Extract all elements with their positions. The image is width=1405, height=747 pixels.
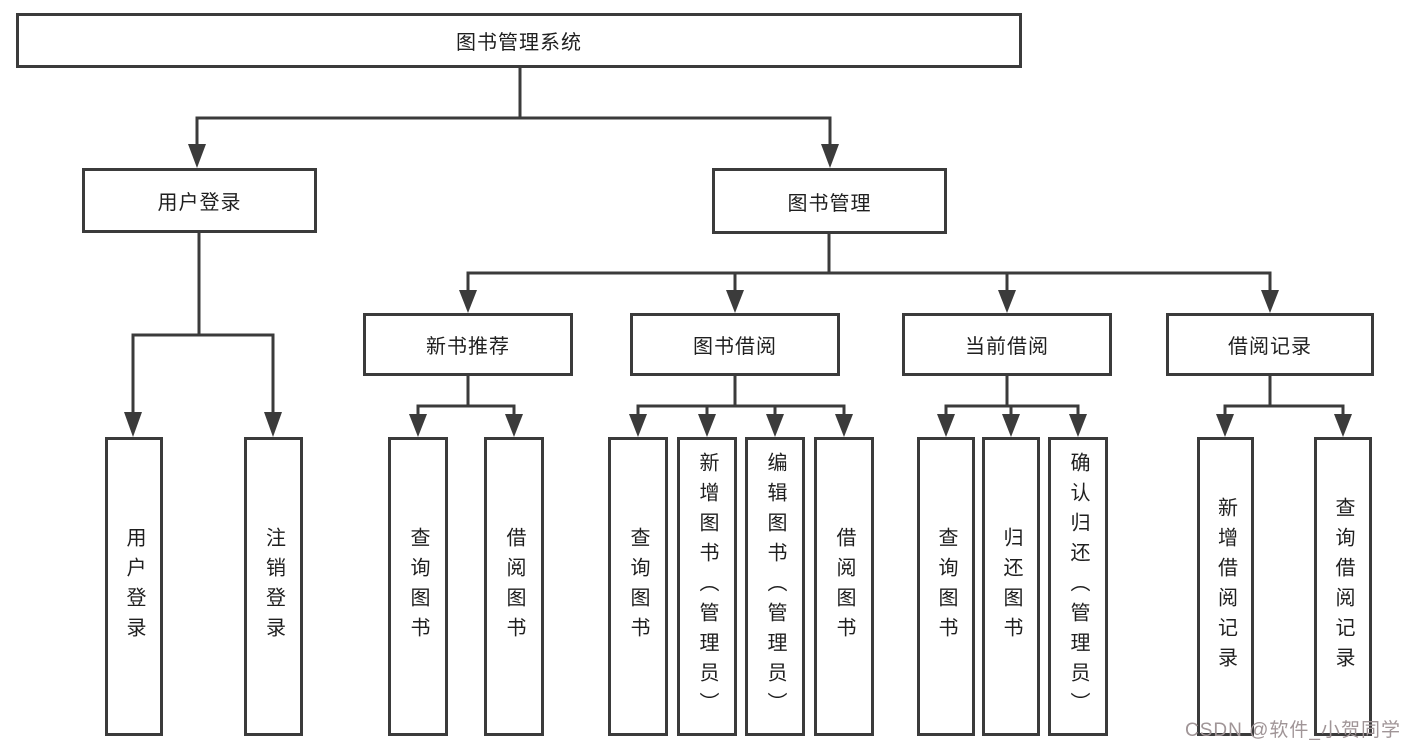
watermark: CSDN @软件_小贺同学 bbox=[1185, 720, 1401, 741]
node-new-book-recommend-label: 新书推荐 bbox=[426, 336, 510, 358]
node-current-borrowing-label: 当前借阅 bbox=[965, 336, 1049, 358]
node-book-borrowing: 图书借阅 bbox=[630, 313, 840, 376]
node-user-login-label: 用户登录 bbox=[157, 192, 242, 214]
leaf-query-books-current: 查询图书 bbox=[917, 437, 975, 736]
leaf-query-books-borrowing: 查询图书 bbox=[608, 437, 668, 736]
leaf-add-borrow-record: 新增借阅记录 bbox=[1197, 437, 1254, 736]
node-book-management: 图书管理 bbox=[712, 168, 947, 234]
leaf-return-books: 归还图书 bbox=[982, 437, 1040, 736]
node-library-system-label: 图书管理系统 bbox=[456, 32, 582, 54]
node-book-management-label: 图书管理 bbox=[787, 192, 872, 215]
leaf-borrow-books: 借阅图书 bbox=[814, 437, 874, 736]
node-new-book-recommend: 新书推荐 bbox=[363, 313, 573, 376]
leaf-user-login: 用户登录 bbox=[105, 437, 163, 736]
leaf-logout: 注销登录 bbox=[244, 437, 303, 736]
node-current-borrowing: 当前借阅 bbox=[902, 313, 1112, 376]
node-borrowing-records: 借阅记录 bbox=[1166, 313, 1374, 376]
arrowheads bbox=[124, 144, 1352, 437]
node-book-borrowing-label: 图书借阅 bbox=[693, 336, 777, 358]
leaf-query-books-recommend: 查询图书 bbox=[388, 437, 448, 736]
leaf-borrow-books-recommend: 借阅图书 bbox=[484, 437, 544, 736]
leaf-edit-book-admin: 编辑图书（管理员） bbox=[745, 437, 805, 736]
leaf-confirm-return-admin: 确认归还（管理员） bbox=[1048, 437, 1108, 736]
node-user-login: 用户登录 bbox=[82, 168, 317, 233]
node-borrowing-records-label: 借阅记录 bbox=[1228, 336, 1312, 358]
leaf-add-book-admin: 新增图书（管理员） bbox=[677, 437, 737, 736]
node-library-system: 图书管理系统 bbox=[16, 13, 1022, 68]
leaf-query-borrow-record: 查询借阅记录 bbox=[1314, 437, 1372, 736]
